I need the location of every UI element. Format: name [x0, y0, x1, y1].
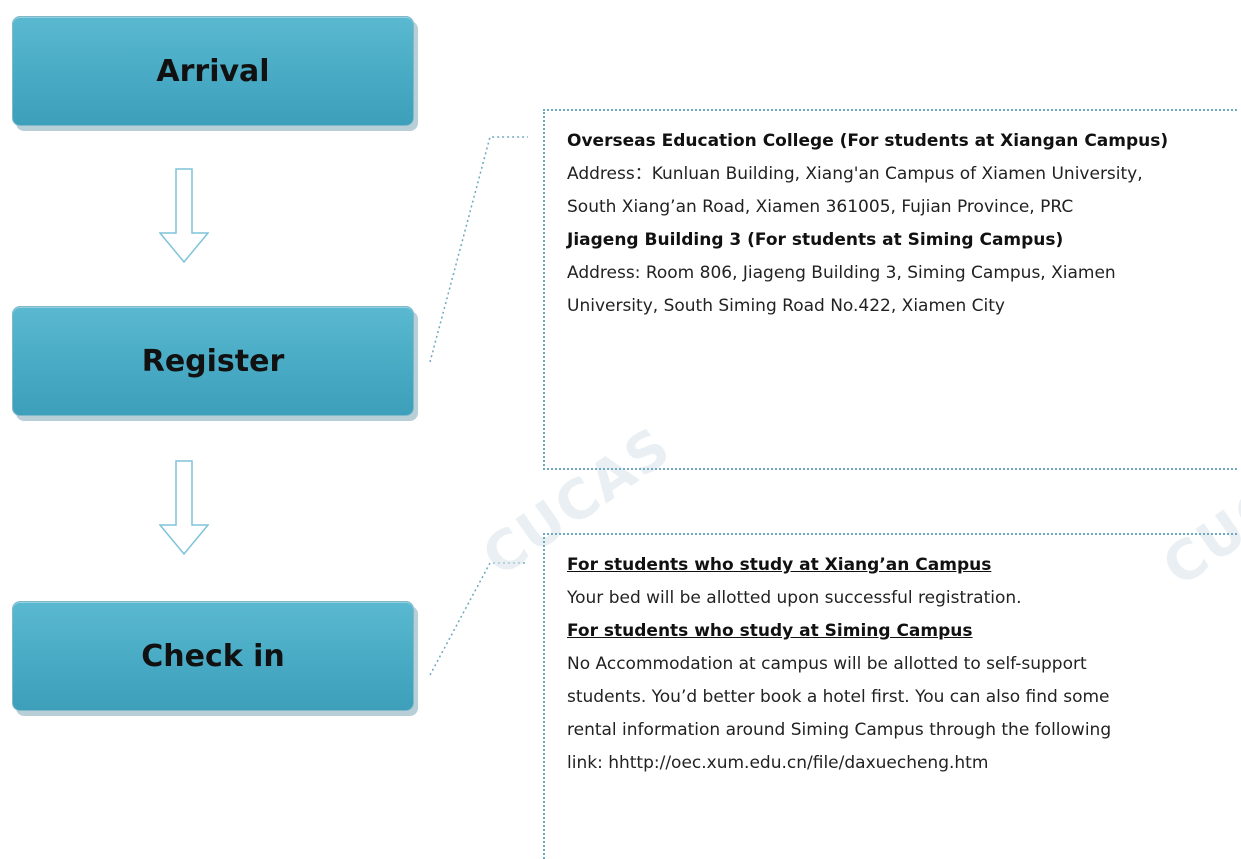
step-box-checkin: Check in — [12, 601, 414, 711]
register-address-xiangan-line1: Address：Kunluan Building, Xiang'an Campu… — [567, 164, 1143, 184]
checkin-text-siming-line1: No Accommodation at campus will be allot… — [567, 654, 1087, 674]
register-address-siming-line2: University, South Siming Road No.422, Xi… — [567, 296, 1005, 316]
checkin-text-siming-line3: rental information around Siming Campus … — [567, 720, 1112, 740]
checkin-info-box: For students who study at Xiang’an Campu… — [543, 533, 1237, 859]
step-box-arrival: Arrival — [12, 16, 414, 126]
checkin-text-xiangan: Your bed will be allotted upon successfu… — [567, 588, 1022, 608]
register-address-siming-line1: Address: Room 806, Jiageng Building 3, S… — [567, 263, 1116, 283]
step-box-register: Register — [12, 306, 414, 416]
step-label-checkin: Check in — [141, 638, 285, 674]
checkin-heading-xiangan: For students who study at Xiang’an Campu… — [567, 555, 992, 575]
step-label-register: Register — [141, 343, 285, 379]
connector-checkin — [429, 562, 528, 676]
down-arrow-icon — [159, 168, 209, 263]
step-label-arrival: Arrival — [156, 53, 270, 89]
connector-register — [429, 136, 528, 363]
checkin-text-siming-line4: link: hhttp://oec.xum.edu.cn/file/daxuec… — [567, 753, 989, 773]
register-heading-siming: Jiageng Building 3 (For students at Simi… — [567, 230, 1064, 250]
register-heading-xiangan: Overseas Education College (For students… — [567, 131, 1169, 151]
checkin-text-siming-line2: students. You’d better book a hotel firs… — [567, 687, 1110, 707]
down-arrow-icon — [159, 460, 209, 555]
register-info-box: Overseas Education College (For students… — [543, 109, 1237, 470]
checkin-heading-siming: For students who study at Siming Campus — [567, 621, 973, 641]
register-address-xiangan-line2: South Xiang’an Road, Xiamen 361005, Fuji… — [567, 197, 1074, 217]
